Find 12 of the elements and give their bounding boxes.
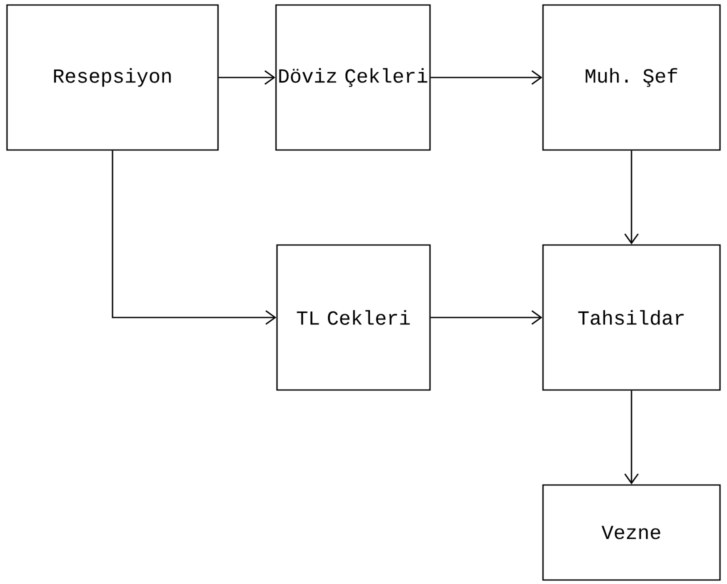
process-box: Vezne bbox=[542, 484, 721, 581]
arrow bbox=[430, 310, 542, 325]
arrow bbox=[624, 390, 639, 484]
process-box: Resepsiyon bbox=[6, 4, 219, 151]
process-box: Muh. Şef bbox=[542, 4, 721, 151]
process-box: Tahsildar bbox=[542, 244, 721, 391]
arrow bbox=[430, 70, 542, 85]
arrow bbox=[112, 150, 276, 325]
process-box: Döviz Çekleri bbox=[275, 4, 431, 151]
arrow bbox=[218, 70, 276, 85]
arrow bbox=[624, 150, 639, 244]
process-box: TL Cekleri bbox=[276, 244, 431, 391]
